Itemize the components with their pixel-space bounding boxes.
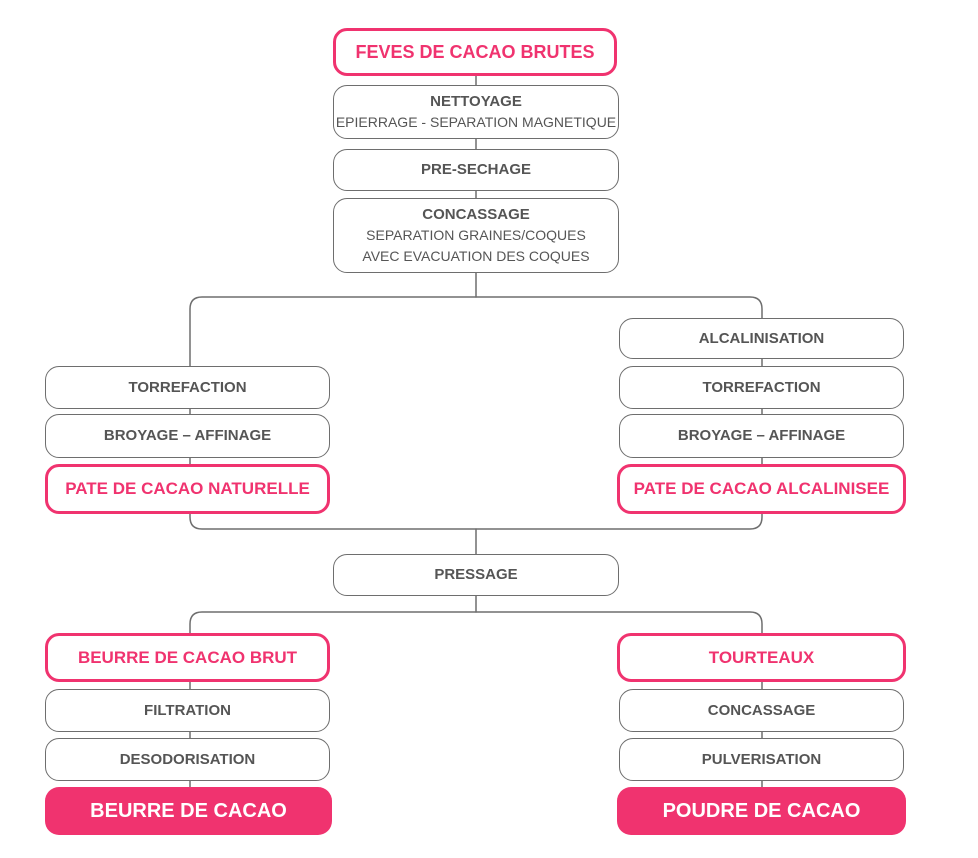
beurre-de-cacao-final-box: BEURRE DE CACAO (45, 787, 332, 835)
concassage-top-box: CONCASSAGE SEPARATION GRAINES/COQUES AVE… (333, 198, 619, 273)
desodorisation-box: DESODORISATION (45, 738, 330, 781)
tourteaux-box: TOURTEAUX (617, 633, 906, 682)
nettoyage-title: NETTOYAGE (430, 92, 522, 110)
beurre-brut-label: BEURRE DE CACAO BRUT (77, 647, 298, 667)
pate-alcalinisee-box: PATE DE CACAO ALCALINISEE (617, 464, 906, 514)
right-broyage-label: BROYAGE – AFFINAGE (677, 427, 846, 444)
pressage-box: PRESSAGE (333, 554, 619, 596)
pre-sechage-label: PRE-SECHAGE (420, 161, 532, 178)
beurre-brut-box: BEURRE DE CACAO BRUT (45, 633, 330, 682)
concassage-title: CONCASSAGE (422, 205, 530, 223)
left-torrefaction-label: TORREFACTION (128, 378, 247, 396)
pulverisation-label: PULVERISATION (701, 750, 822, 768)
nettoyage-box: NETTOYAGE EPIERRAGE - SEPARATION MAGNETI… (333, 85, 619, 139)
poudre-final-label: POUDRE DE CACAO (662, 800, 861, 822)
left-torrefaction-box: TORREFACTION (45, 366, 330, 409)
pate-alcalinisee-label: PATE DE CACAO ALCALINISEE (633, 479, 890, 498)
nettoyage-subtitle: EPIERRAGE - SEPARATION MAGNETIQUE (335, 113, 617, 130)
pate-naturelle-label: PATE DE CACAO NATURELLE (65, 479, 310, 498)
alcalinisation-box: ALCALINISATION (619, 318, 904, 359)
tourteaux-label: TOURTEAUX (708, 647, 815, 667)
right-broyage-box: BROYAGE – AFFINAGE (619, 414, 904, 458)
pressage-label: PRESSAGE (434, 566, 518, 583)
concassage-subtitle-2: AVEC EVACUATION DES COQUES (362, 247, 590, 264)
feves-de-cacao-brutes-box: FEVES DE CACAO BRUTES (333, 28, 617, 76)
pate-naturelle-box: PATE DE CACAO NATURELLE (45, 464, 330, 514)
desodorisation-label: DESODORISATION (119, 750, 256, 768)
alcalinisation-label: ALCALINISATION (698, 329, 825, 347)
connector-split-bottom (189, 611, 763, 634)
poudre-concassage-label: CONCASSAGE (707, 701, 816, 719)
pulverisation-box: PULVERISATION (619, 738, 904, 781)
beurre-final-label: BEURRE DE CACAO (90, 800, 287, 822)
pre-sechage-box: PRE-SECHAGE (333, 149, 619, 191)
right-torrefaction-label: TORREFACTION (702, 378, 821, 396)
poudre-concassage-box: CONCASSAGE (619, 689, 904, 732)
left-broyage-label: BROYAGE – AFFINAGE (103, 427, 272, 444)
connector-merge (189, 513, 763, 530)
concassage-subtitle-1: SEPARATION GRAINES/COQUES (366, 226, 586, 243)
right-torrefaction-box: TORREFACTION (619, 366, 904, 409)
poudre-de-cacao-final-box: POUDRE DE CACAO (617, 787, 906, 835)
left-broyage-box: BROYAGE – AFFINAGE (45, 414, 330, 458)
connector-split-top (189, 296, 763, 367)
feves-label: FEVES DE CACAO BRUTES (355, 42, 595, 62)
filtration-label: FILTRATION (144, 701, 231, 719)
filtration-box: FILTRATION (45, 689, 330, 732)
